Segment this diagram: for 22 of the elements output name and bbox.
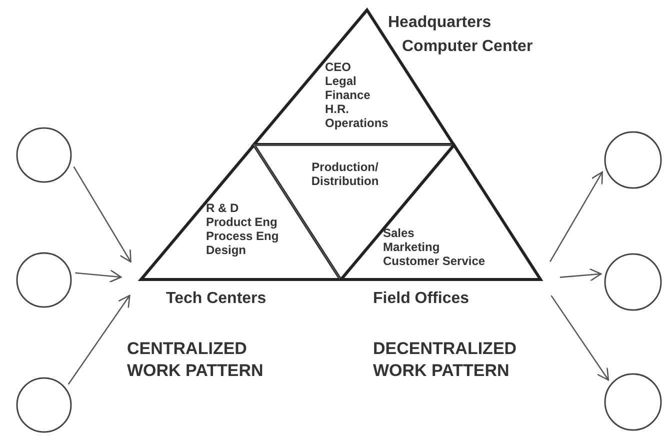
- unit-circle: [16, 127, 72, 183]
- location-label: Field Offices: [373, 289, 470, 309]
- unit-circle: [16, 377, 72, 433]
- pattern-label: DECENTRALIZED WORK PATTERN: [373, 338, 518, 382]
- location-label: Computer Center: [402, 37, 534, 57]
- arrow: [550, 295, 610, 381]
- arrow: [68, 294, 130, 385]
- unit-circle: [604, 253, 662, 311]
- unit-circle: [604, 131, 662, 189]
- arrow: [550, 171, 603, 262]
- department-list: R & D Product Eng Process Eng Design: [206, 201, 296, 257]
- unit-circle: [16, 252, 72, 308]
- department-list: CEO Legal Finance H.R. Operations: [325, 60, 415, 130]
- department-list: Sales Marketing Customer Service: [383, 226, 503, 268]
- location-label: Headquarters: [388, 13, 492, 33]
- location-label: Tech Centers: [166, 289, 266, 309]
- arrow: [73, 166, 132, 262]
- arrow: [75, 270, 122, 283]
- department-label: Production/ Distribution: [310, 160, 380, 188]
- unit-circle: [604, 373, 662, 431]
- arrow: [560, 268, 602, 282]
- pattern-label: CENTRALIZED WORK PATTERN: [127, 338, 264, 382]
